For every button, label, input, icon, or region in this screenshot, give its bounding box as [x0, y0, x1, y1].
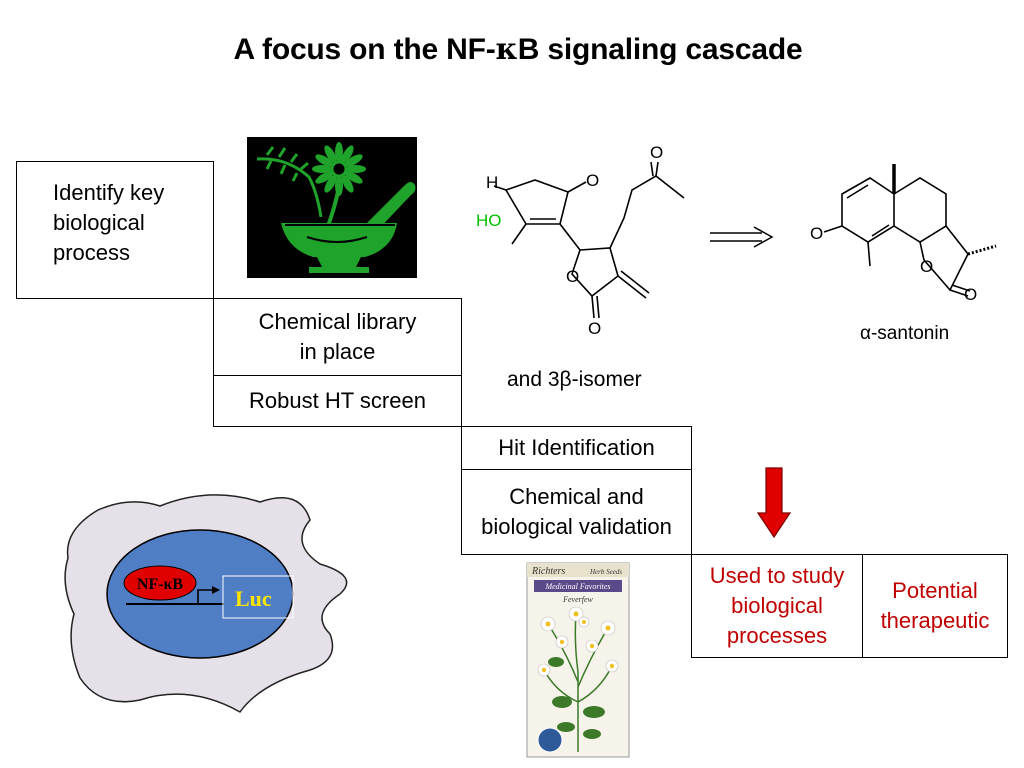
mortar-pestle-herb-image — [247, 137, 417, 278]
promoter-arrow-icon — [197, 589, 216, 604]
atom-o-sidechain: O — [650, 143, 663, 162]
packet-name: Feverfew — [562, 595, 593, 604]
atom-o-ketone: O — [586, 171, 599, 190]
molecule-structure: O O O O H HO — [476, 143, 685, 338]
step-validation-label: Chemical and biological validation — [481, 484, 672, 539]
step-chemical-library: Chemical library in place — [213, 298, 462, 376]
flower-icon — [312, 142, 366, 196]
step-hit-identification: Hit Identification — [461, 426, 692, 470]
step-identify-label: Identify key biological process — [53, 180, 165, 265]
down-arrow-icon — [757, 467, 791, 539]
step-validation: Chemical and biological validation — [461, 469, 692, 555]
retrosynthesis-arrow-icon — [710, 226, 774, 248]
santonin-atom-o-carbonyl: O — [964, 285, 977, 304]
step-used-label: Used to study biological processes — [709, 563, 845, 648]
step-ht-screen: Robust HT screen — [213, 375, 462, 427]
atom-ho: HO — [476, 211, 502, 230]
atom-o-lactone: O — [566, 267, 579, 286]
step-library-label: Chemical library in place — [258, 309, 417, 364]
packet-herb-seeds: Herb Seeds — [589, 568, 622, 576]
step-used-to-study: Used to study biological processes — [691, 554, 863, 658]
packet-banner: Medicinal Favorites — [544, 582, 610, 591]
title-suffix: B signaling cascade — [517, 33, 803, 66]
packet-brand: Richters — [531, 566, 565, 577]
feverfew-seed-packet-image: Richters Herb Seeds Medicinal Favorites … — [526, 562, 630, 758]
isomer-note: and 3β-isomer — [507, 368, 642, 391]
santonin-atom-o-ketone: O — [810, 224, 823, 243]
step-identify-process: Identify key biological process — [16, 161, 214, 299]
luc-label: Luc — [235, 586, 272, 611]
step-screen-label: Robust HT screen — [249, 388, 426, 413]
santonin-structure: O O O — [810, 164, 997, 304]
step-therapeutic-label: Potential therapeutic — [880, 578, 990, 633]
title-kappa: κ — [495, 32, 518, 67]
title-prefix: A focus on the NF- — [233, 33, 496, 66]
nfkb-label: NF-κB — [137, 576, 184, 593]
atom-o-carbonyl: O — [588, 319, 601, 338]
page-title: A focus on the NF-κB signaling cascade — [0, 32, 1024, 67]
nfkb-protein — [123, 565, 197, 601]
step-potential-therapeutic: Potential therapeutic — [862, 554, 1008, 658]
atom-h: H — [486, 173, 498, 192]
cell-reporter-diagram: NF-κB Luc — [64, 494, 348, 713]
santonin-label: α-santonin — [860, 323, 950, 344]
santonin-atom-o-ring: O — [920, 257, 933, 276]
step-hit-label: Hit Identification — [498, 435, 655, 460]
